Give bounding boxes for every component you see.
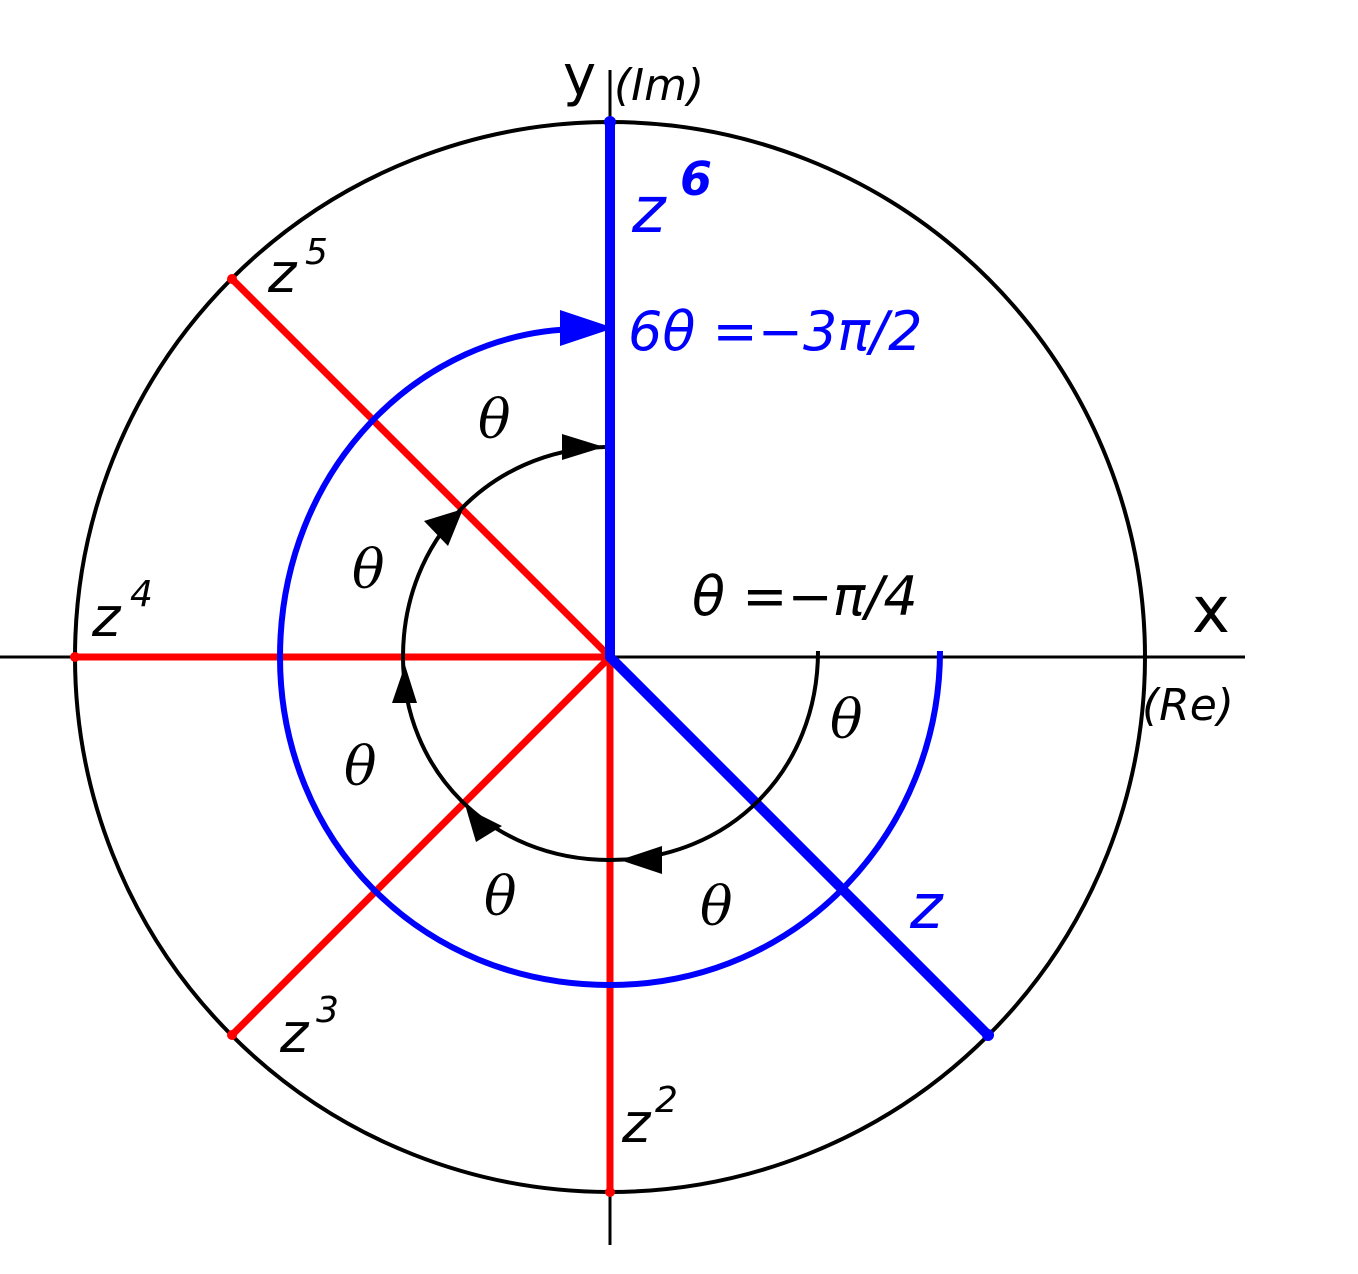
svg-text:z: z (631, 174, 667, 248)
svg-text:z: z (267, 242, 298, 305)
power-ray-endpoints (70, 274, 615, 1197)
svg-text:z: z (279, 1002, 310, 1065)
y-axis-label: y (563, 44, 596, 109)
theta-label-1: θ (478, 388, 511, 451)
label-z3: z 3 (279, 990, 339, 1065)
label-z6: z 6 (631, 152, 712, 248)
theta-label-6: θ (830, 688, 863, 751)
spiral-arc (276, 326, 943, 989)
theta-label-4: θ (484, 865, 517, 928)
y-axis-sublabel: (Im) (614, 60, 704, 111)
ray-z-endpoint (982, 1029, 994, 1041)
label-z: z (909, 870, 944, 943)
theta-label-5: θ (700, 875, 733, 938)
ray-z (605, 652, 993, 1040)
svg-text:5: 5 (305, 232, 328, 273)
inner-arc-arrowheads (392, 434, 662, 874)
x-axis-sublabel: (Re) (1142, 680, 1234, 731)
theta-label-3: θ (344, 735, 377, 798)
svg-text:2: 2 (655, 1080, 678, 1121)
six-theta-value-label: 6θ =−3π/2 (628, 300, 922, 363)
x-axis-label: x (1192, 574, 1230, 648)
spiral-arrowhead (560, 310, 614, 346)
svg-text:3: 3 (316, 990, 339, 1031)
label-z2: z 2 (621, 1080, 678, 1155)
svg-text:z: z (621, 1092, 652, 1155)
label-z5: z 5 (267, 232, 328, 305)
label-z4: z 4 (91, 574, 153, 649)
power-rays (71, 275, 614, 1196)
svg-text:z: z (91, 586, 122, 649)
ray-z6-endpoint (604, 116, 616, 128)
svg-text:4: 4 (130, 574, 153, 615)
ray-z5 (228, 275, 614, 661)
svg-text:6: 6 (680, 152, 712, 206)
theta-label-2: θ (352, 538, 385, 601)
ray-z3 (228, 653, 614, 1039)
theta-value-label: θ =−π/4 (692, 565, 918, 628)
